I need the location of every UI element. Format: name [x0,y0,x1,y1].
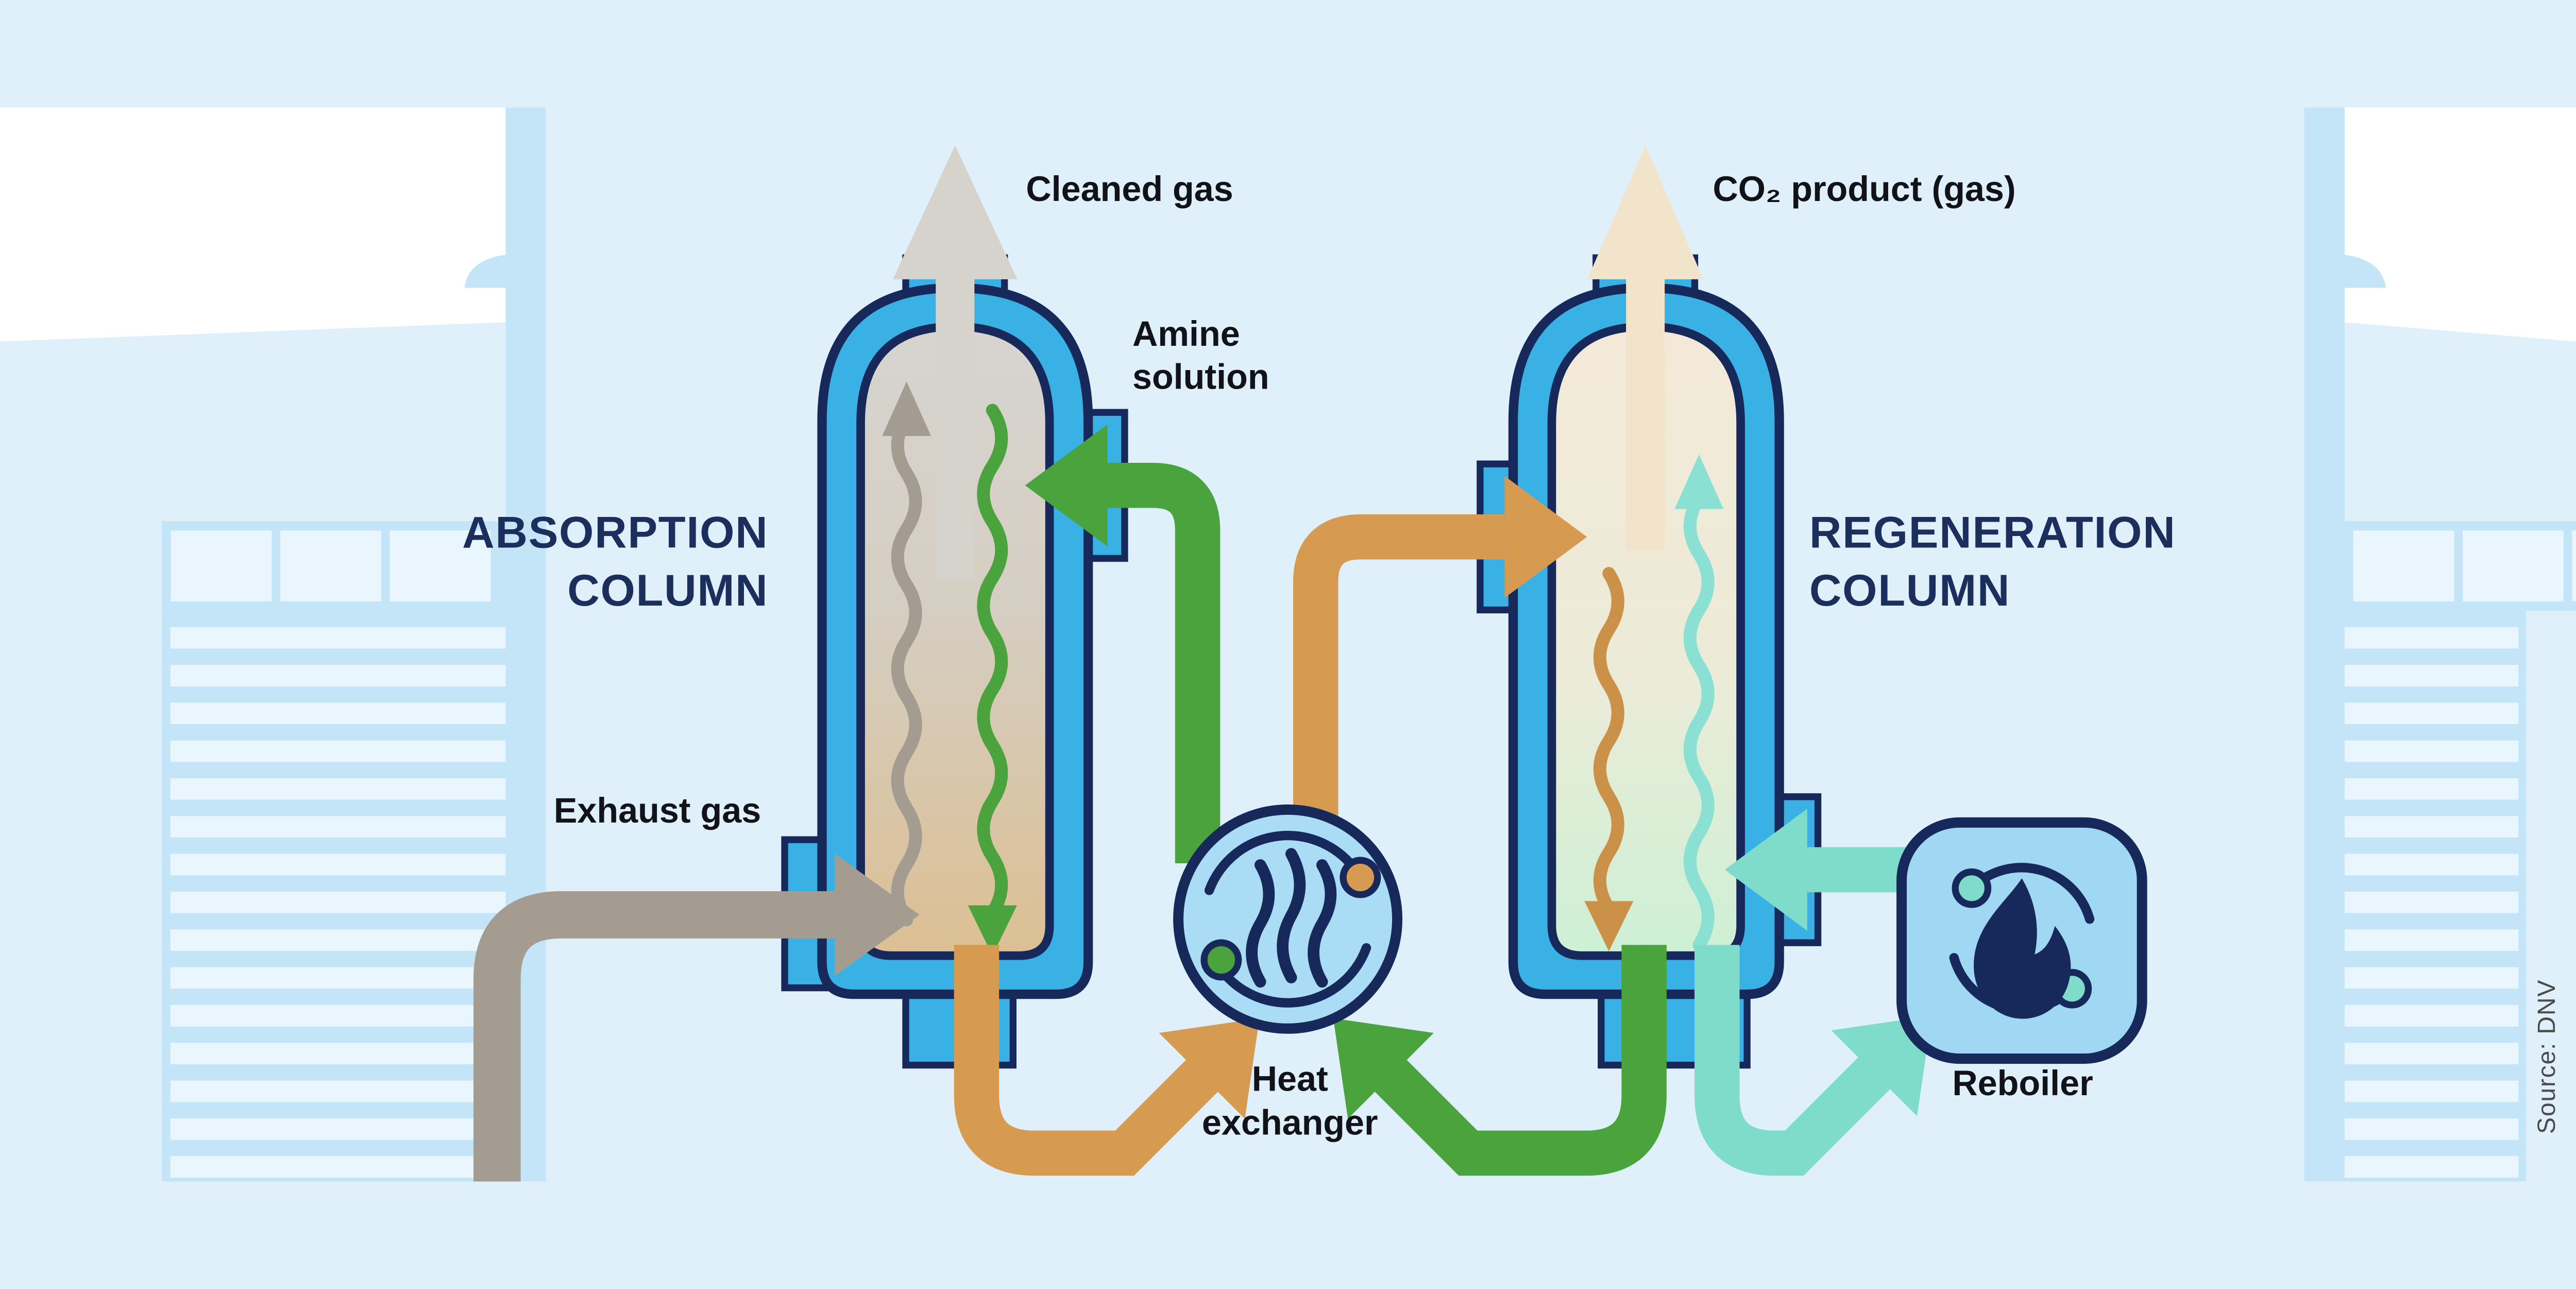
rich-amine-riser-pipe [1293,476,1587,864]
amine-solution-label-line2: solution [1132,357,1269,396]
reboiler-return-pipe [1724,809,1906,931]
regeneration-title-line1: REGENERATION [1809,508,2176,558]
cleaned-gas-label: Cleaned gas [1026,170,1233,209]
absorption-title-line1: ABSORPTION [462,508,768,558]
rich-amine-wavy [1593,567,1624,915]
louvers-right [2344,627,2519,1178]
co2-vapour-wavy [1683,492,1715,951]
exhaust-arrowhead-icon [835,853,920,976]
regeneration-title-line2: COLUMN [1809,566,2010,615]
reboiler-return-arrowhead-icon [1724,809,1807,931]
co2-product-arrow [1587,145,1704,550]
regeneration-column [1477,254,1822,1069]
reboiler-icon [1949,863,2095,1019]
window [2572,530,2576,601]
chimney-fin-right [2344,255,2386,288]
window [280,530,381,601]
window [389,530,491,601]
factory-silhouette-right [2304,107,2576,1182]
sky-left [0,107,506,342]
heat-exchanger-label-line2: exchanger [1202,1103,1378,1143]
reboiler-label: Reboiler [1952,1064,2093,1103]
cool-stream-dot [1200,939,1242,981]
heat-exchanger-icon [1200,830,1381,1008]
downcomer-arrowhead-icon [1159,1018,1260,1119]
amine-stream-arrowhead-icon [968,905,1017,956]
reboiler [1896,817,2147,1064]
chimney-fin-left [464,255,506,288]
source-credit: Source: DNV [2533,979,2561,1134]
amine-solution-label-line1: Amine [1132,314,1240,354]
exhaust-gas-pipe [473,853,920,1182]
heat-exchanger-label-line1: Heat [1252,1060,1328,1099]
sky-right [2344,107,2576,342]
regen-to-reboiler-pipe [1694,945,1932,1176]
lean-amine-supply-pipe [1025,424,1221,864]
window [171,530,272,601]
absorption-title-line2: COLUMN [567,566,768,615]
factory-silhouette-left [162,107,546,1182]
hot-stream-dot [1340,857,1381,898]
window [2463,530,2564,601]
return-arrowhead-icon [1333,1018,1434,1119]
exhaust-gas-label: Exhaust gas [554,791,761,830]
chimney-right [2304,107,2345,1182]
rich-amine-arrowhead-icon [1504,476,1587,598]
to-reboiler-arrowhead-icon [1831,1015,1932,1116]
steam-dot-top [1952,868,1992,908]
flame-icon [1974,878,2071,1019]
gas-stream-wavy [891,411,922,927]
gas-stream-arrowhead-icon [882,381,931,436]
lean-amine-return-pipe [1333,945,1667,1176]
co2-vapour-arrowhead-icon [1674,454,1724,509]
louvers-left [170,627,506,1178]
heat-exchanger [1173,804,1403,1034]
cleaned-gas-arrow [893,145,1018,580]
lean-amine-arrowhead-icon [1025,424,1108,547]
rich-amine-downcomer-pipe [954,945,1260,1176]
co2-product-label: CO₂ product (gas) [1713,170,2015,209]
rich-amine-arrowhead-icon [1584,901,1634,951]
window [2353,530,2454,601]
steam-lines-icon [1246,848,1337,988]
amine-stream-wavy [977,404,1008,919]
